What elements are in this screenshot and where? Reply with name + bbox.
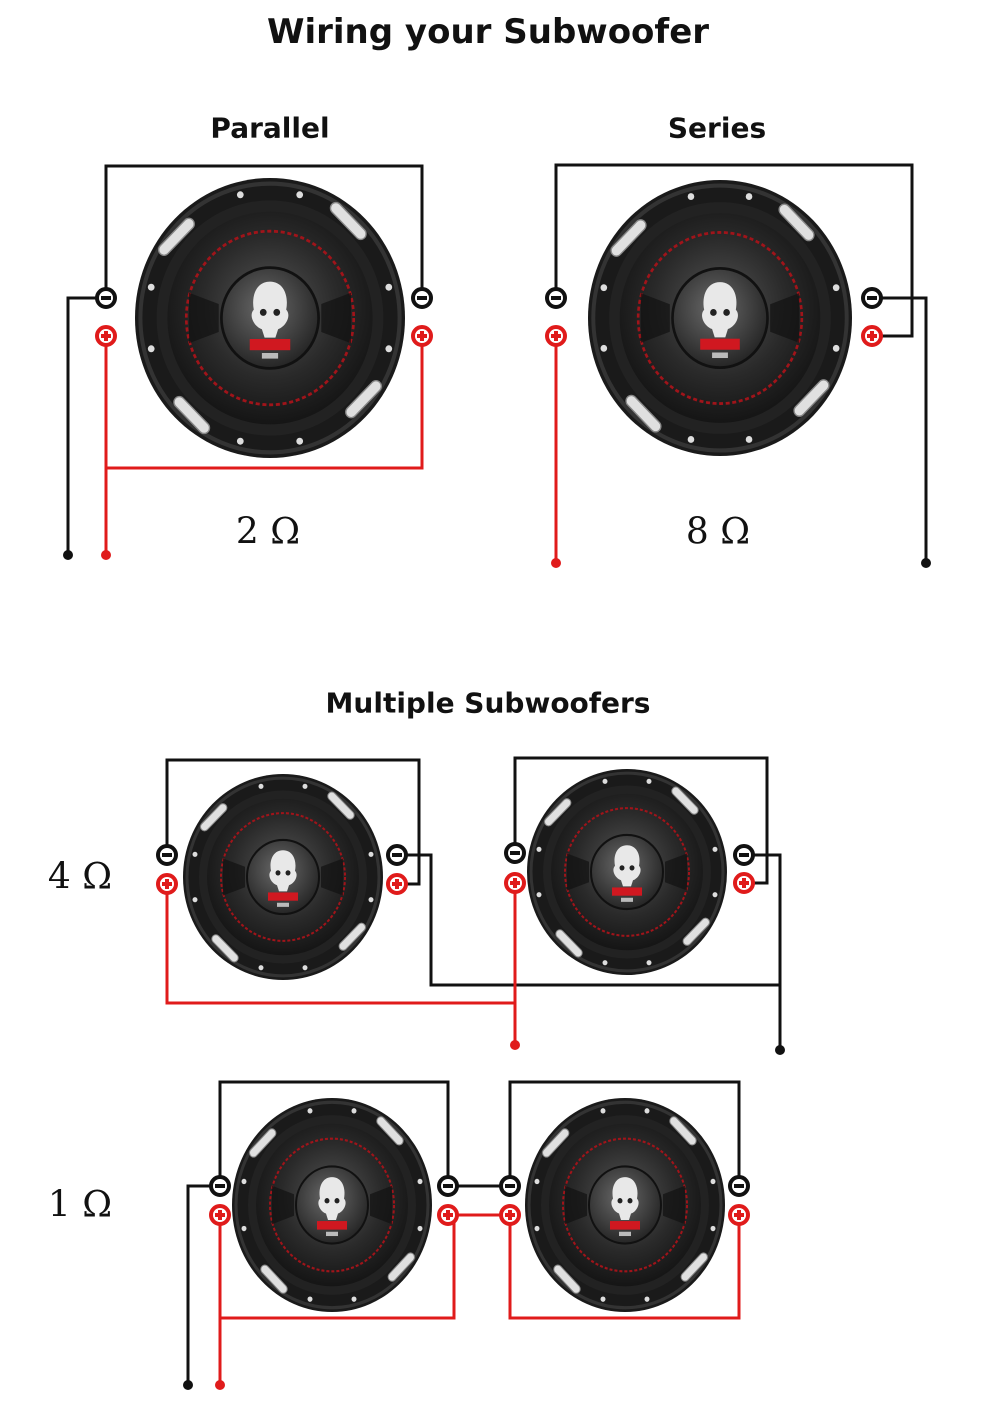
negative-output-dot (775, 1045, 785, 1055)
minus-terminal-icon (733, 844, 755, 866)
minus-terminal-icon (156, 844, 178, 866)
subwoofer-icon (525, 767, 729, 977)
negative-wire (554, 163, 914, 338)
four-ohm-label: 4 Ω (47, 856, 113, 898)
plus-terminal-icon (95, 325, 117, 347)
minus-terminal-icon (95, 287, 117, 309)
minus-terminal-icon (411, 287, 433, 309)
subwoofer-icon (135, 178, 405, 458)
subwoofer-icon (230, 1096, 434, 1314)
parallel-label: Parallel (210, 111, 330, 145)
positive-wire (165, 884, 515, 1005)
series-label: Series (667, 111, 767, 145)
page-title: Wiring your Subwoofer (266, 12, 710, 52)
positive-output-dot (510, 1040, 520, 1050)
subwoofer-icon (523, 1096, 727, 1314)
four-ohm-diagram (156, 756, 785, 1055)
minus-terminal-icon (861, 287, 883, 309)
plus-terminal-icon (861, 325, 883, 347)
subwoofer-icon (588, 180, 852, 456)
negative-wire (104, 164, 424, 298)
negative-lead (66, 296, 106, 555)
negative-wire (508, 1080, 741, 1186)
one-ohm-diagram (183, 1080, 750, 1390)
plus-terminal-icon (411, 325, 433, 347)
series-impedance: 8 Ω (685, 511, 751, 553)
positive-wire (106, 336, 424, 470)
minus-terminal-icon (499, 1175, 521, 1197)
positive-output-dot (101, 550, 111, 560)
minus-terminal-icon (209, 1175, 231, 1197)
positive-wire (220, 1215, 456, 1320)
one-ohm-label: 1 Ω (47, 1184, 113, 1226)
negative-wire (218, 1080, 450, 1186)
plus-terminal-icon (545, 325, 567, 347)
plus-terminal-icon (733, 872, 755, 894)
minus-terminal-icon (386, 844, 408, 866)
positive-output-dot (551, 558, 561, 568)
parallel-impedance: 2 Ω (235, 511, 301, 553)
negative-wire (165, 758, 421, 886)
negative-wire (397, 853, 780, 987)
positive-wire (508, 1215, 741, 1320)
subwoofer-icon (181, 772, 385, 982)
plus-terminal-icon (209, 1204, 231, 1226)
negative-lead (744, 853, 782, 1050)
series-diagram (545, 163, 931, 568)
multiple-subwoofers-label: Multiple Subwoofers (325, 686, 651, 720)
negative-output-dot (63, 550, 73, 560)
plus-terminal-icon (437, 1204, 459, 1226)
plus-terminal-icon (386, 873, 408, 895)
parallel-diagram (63, 164, 433, 560)
minus-terminal-icon (545, 287, 567, 309)
minus-terminal-icon (728, 1175, 750, 1197)
plus-terminal-icon (728, 1204, 750, 1226)
plus-terminal-icon (504, 872, 526, 894)
negative-wire (513, 756, 769, 885)
negative-output-dot (183, 1380, 193, 1390)
negative-lead (872, 296, 928, 563)
minus-terminal-icon (504, 842, 526, 864)
positive-output-dot (215, 1380, 225, 1390)
minus-terminal-icon (437, 1175, 459, 1197)
plus-terminal-icon (499, 1204, 521, 1226)
plus-terminal-icon (156, 873, 178, 895)
negative-output-dot (921, 558, 931, 568)
